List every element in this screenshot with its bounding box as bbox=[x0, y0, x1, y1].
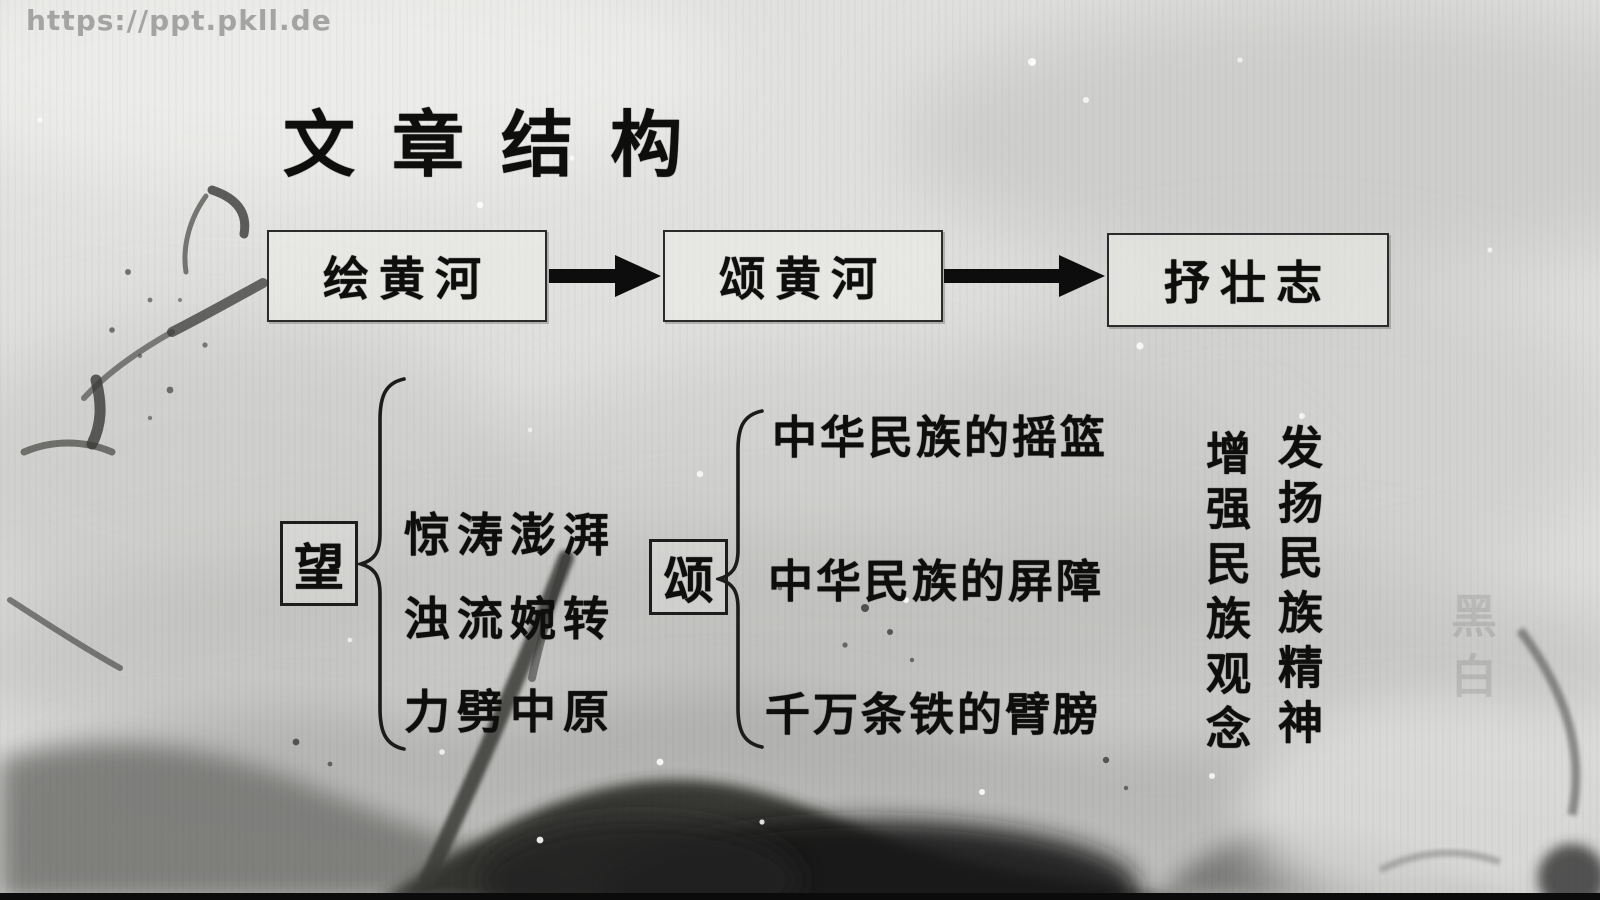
song-box-label: 颂 bbox=[663, 551, 714, 610]
faint-seal-text: 黑白 bbox=[1444, 592, 1498, 712]
ink-mountains bbox=[0, 627, 1600, 900]
flow-box-label: 颂黄河 bbox=[719, 252, 887, 306]
wang-box: 望 bbox=[280, 521, 358, 606]
flow-box-label: 抒壮志 bbox=[1164, 256, 1332, 310]
bottom-edge-bar bbox=[0, 893, 1600, 900]
arrow-right-icon bbox=[944, 255, 1105, 297]
wang-item: 浊流婉转 bbox=[404, 592, 616, 646]
left-curly-brace-icon bbox=[358, 377, 406, 751]
vertical-column-promote-national-spirit: 发扬民族精神 bbox=[1270, 424, 1323, 754]
flow-box-label: 绘黄河 bbox=[323, 252, 491, 306]
wang-item: 惊涛澎湃 bbox=[404, 508, 616, 562]
vertical-column-strengthen-national-concept: 增强民族观念 bbox=[1198, 430, 1251, 760]
arrow-right-icon bbox=[549, 255, 661, 297]
song-item: 千万条铁的臂膀 bbox=[765, 688, 1102, 741]
ink-branch bbox=[7, 185, 574, 886]
snow-specks bbox=[37, 57, 1493, 844]
wang-item: 力劈中原 bbox=[404, 685, 616, 739]
watermark-url: https://ppt.pkll.de bbox=[26, 4, 332, 37]
ink-splatter bbox=[109, 269, 1129, 791]
song-item: 中华民族的摇篮 bbox=[772, 411, 1109, 464]
flow-box-praise-yellow-river: 颂黄河 bbox=[663, 230, 943, 322]
page-title: 文 章 结 构 bbox=[283, 102, 689, 187]
song-box: 颂 bbox=[649, 539, 728, 615]
left-curly-brace-icon bbox=[716, 409, 764, 749]
flow-box-draw-yellow-river: 绘黄河 bbox=[267, 230, 547, 322]
flow-box-express-aspiration: 抒壮志 bbox=[1107, 233, 1389, 327]
wang-box-label: 望 bbox=[294, 537, 344, 597]
song-item: 中华民族的屏障 bbox=[768, 555, 1105, 608]
